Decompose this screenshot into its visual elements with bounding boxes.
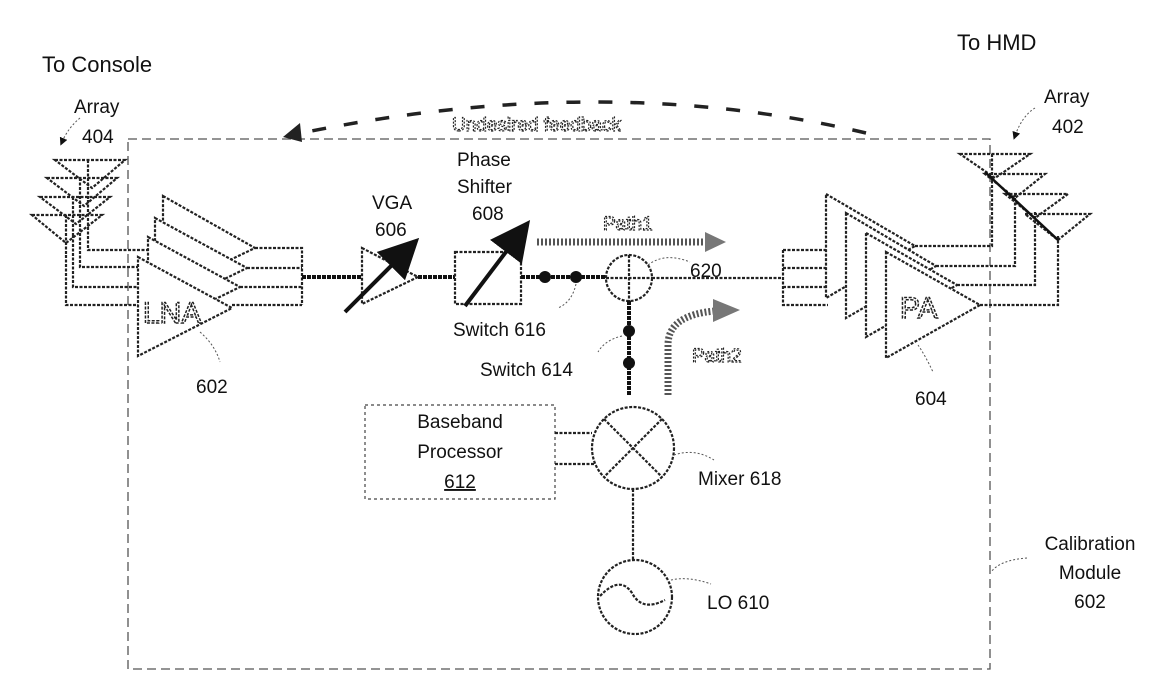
pa-label: PA <box>900 292 938 325</box>
baseband-label-2: Processor <box>417 442 503 463</box>
calibration-module-boundary <box>127 138 991 670</box>
to-console-label: To Console <box>42 52 152 77</box>
antenna-array-402-icon <box>956 152 1094 242</box>
switch-616-contact-b <box>570 271 582 283</box>
vga-label: VGA <box>372 193 412 214</box>
lna-amplifier-icon: LNA 602 <box>136 194 304 398</box>
pa-number: 604 <box>915 389 947 410</box>
switch-616-label: Switch 616 <box>453 320 546 341</box>
phase-shifter-label-2: Shifter <box>457 177 513 198</box>
svg-text:Module: Module <box>1059 563 1121 584</box>
path2-arrow: Path2 <box>664 299 742 395</box>
path2-label: Path2 <box>692 346 742 367</box>
svg-text:Array: Array <box>74 97 120 118</box>
switch-616: Switch 616 <box>453 271 606 341</box>
svg-text:Calibration: Calibration <box>1045 534 1136 555</box>
lna-label: LNA <box>143 297 201 330</box>
phase-shifter-icon: Phase Shifter 608 <box>453 150 531 308</box>
combiner-number: 620 <box>690 261 722 282</box>
vga-icon: VGA 606 <box>343 193 421 314</box>
undesired-feedback-arrow: Undesired feedback <box>283 100 867 142</box>
feedback-arrowhead-icon <box>283 123 302 142</box>
calibration-module-label: Calibration Module 602 <box>990 534 1136 613</box>
path1-arrowhead-icon <box>705 232 726 252</box>
lna-number: 602 <box>196 377 228 398</box>
pa-amplifier-icon: PA 604 <box>781 172 1060 410</box>
svg-text:Array: Array <box>1044 87 1090 108</box>
path1-arrow: Path1 <box>537 213 726 252</box>
svg-text:404: 404 <box>82 127 114 148</box>
vga-number: 606 <box>375 220 407 241</box>
lo-610-icon: LO 610 <box>596 558 769 636</box>
path2-arrowhead-icon <box>713 299 740 322</box>
baseband-processor-box: Baseband Processor 612 <box>364 404 594 500</box>
phase-shifter-number: 608 <box>472 204 504 225</box>
svg-text:402: 402 <box>1052 117 1084 138</box>
lo-label: LO 610 <box>707 593 769 614</box>
switch-614-contact-b <box>623 357 635 369</box>
to-hmd-label: To HMD <box>957 30 1036 55</box>
undesired-feedback-label: Undesired feedback <box>452 115 621 136</box>
switch-614-label: Switch 614 <box>480 360 573 381</box>
path1-label: Path1 <box>603 214 653 235</box>
baseband-label-1: Baseband <box>417 412 503 433</box>
phase-shifter-label-1: Phase <box>457 150 511 171</box>
switch-614-contact-a <box>623 325 635 337</box>
array-404-label: Array 404 <box>59 97 120 148</box>
mixer-618-icon: Mixer 618 <box>590 405 781 491</box>
baseband-number: 612 <box>444 472 476 493</box>
switch-616-contact-a <box>539 271 551 283</box>
antenna-array-404-icon <box>28 158 148 307</box>
svg-text:602: 602 <box>1074 592 1106 613</box>
mixer-label: Mixer 618 <box>698 469 781 490</box>
array-402-label: Array 402 <box>1012 87 1090 140</box>
switch-614: Switch 614 <box>480 301 635 395</box>
